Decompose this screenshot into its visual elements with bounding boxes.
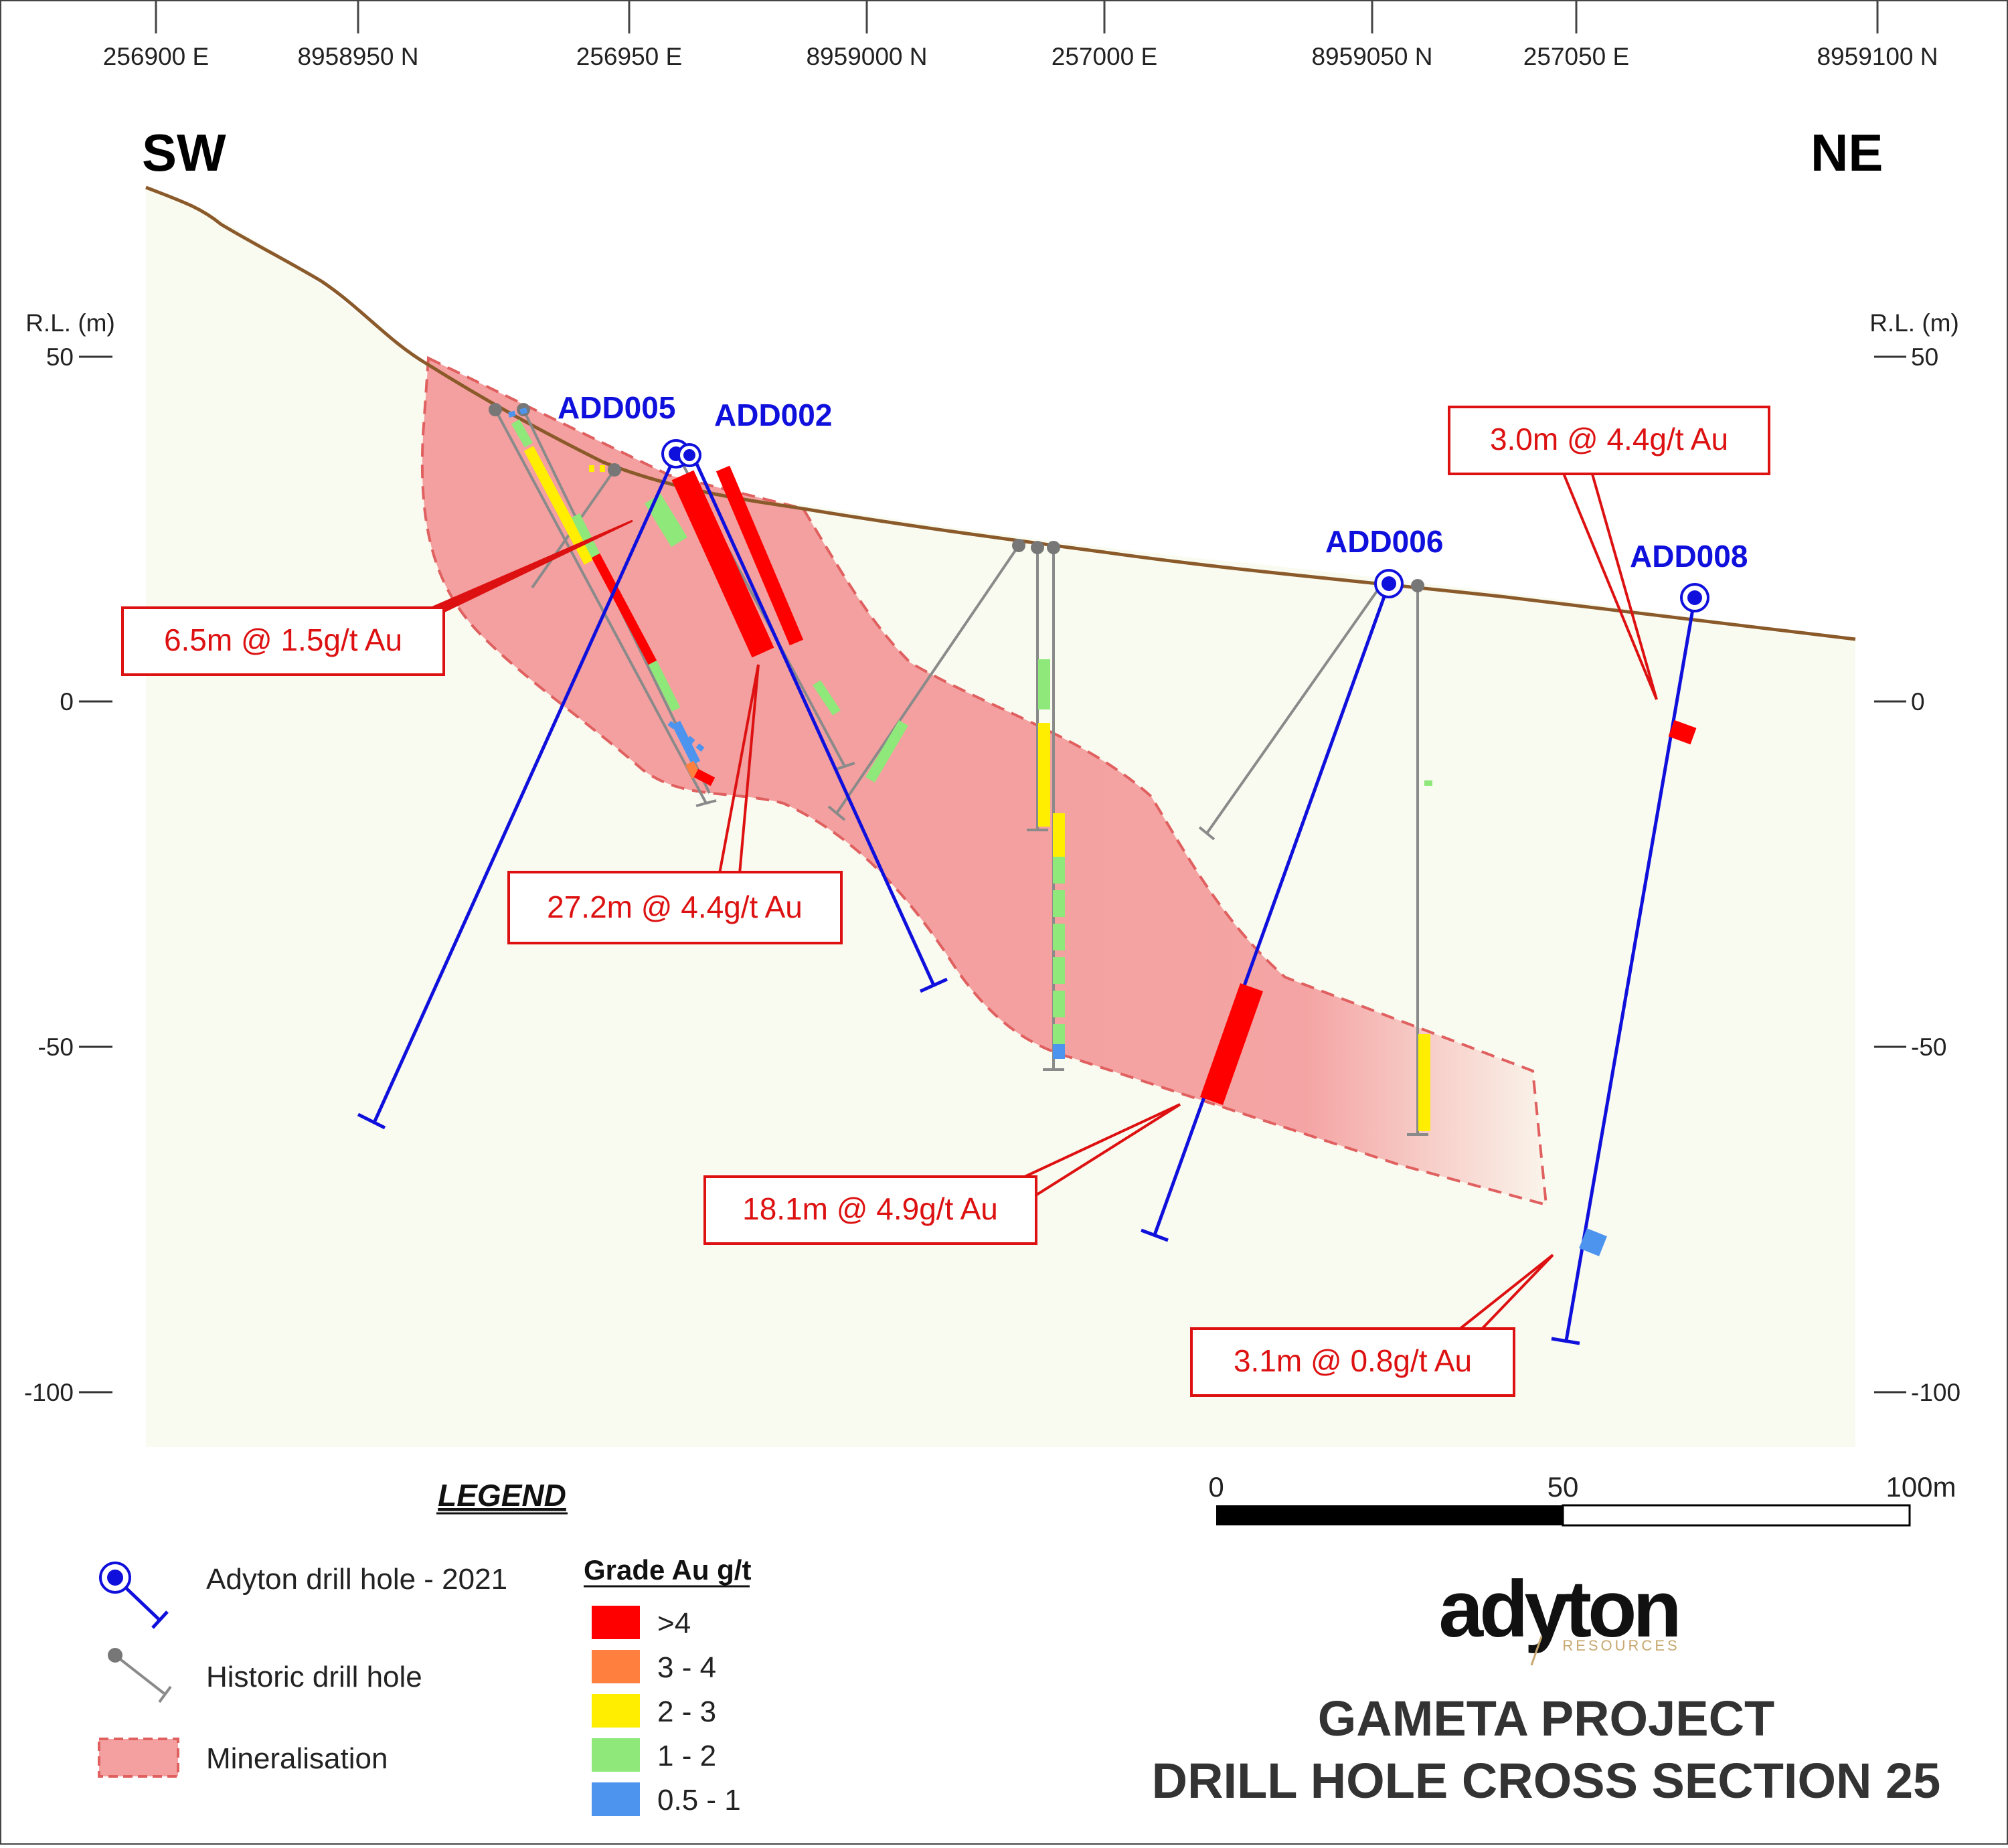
elevation-tick: -50	[1911, 1033, 1946, 1061]
legend-historic-hole: Historic drill hole	[108, 1648, 422, 1703]
grade-swatch	[592, 1738, 640, 1772]
elevation-tick: 0	[1911, 688, 1925, 716]
coord-label: 8959050 N	[1311, 43, 1432, 70]
historic-collar-icon	[489, 403, 502, 416]
grade-legend-title: Grade Au g/t	[584, 1554, 751, 1586]
legend: LEGEND Adyton drill hole - 2021 Historic…	[98, 1478, 751, 1817]
historic-grade-intervals	[507, 407, 1432, 1131]
callout-3-text: 18.1m @ 4.9g/t Au	[742, 1191, 998, 1226]
elevation-tick: 50	[1911, 343, 1938, 371]
grade-swatch	[592, 1782, 640, 1816]
logo-wordmark: adyton	[1438, 1564, 1677, 1654]
elevation-tick: 0	[60, 688, 74, 716]
grade-label: 1 - 2	[657, 1740, 716, 1772]
historic-collar-icon	[608, 463, 621, 477]
adyton-hole-ends	[357, 977, 1580, 1345]
elevation-axis-right: R.L. (m) 50 0 -50 -100	[1869, 309, 1960, 1406]
label-add002: ADD002	[714, 398, 832, 432]
historic-collars	[489, 403, 1424, 592]
mineralisation-zone	[420, 355, 1548, 1207]
elevation-tick: -100	[24, 1379, 74, 1406]
elevation-tick: 50	[46, 343, 74, 371]
callout-1-text: 6.5m @ 1.5g/t Au	[164, 622, 402, 657]
historic-collar-icon	[108, 1648, 122, 1663]
sky-mask	[146, 175, 1855, 637]
label-add006: ADD006	[1325, 524, 1443, 559]
coord-label: 8959100 N	[1817, 43, 1938, 70]
callout-5-text: 3.1m @ 0.8g/t Au	[1234, 1343, 1472, 1378]
grade-swatches: >4 3 - 4 2 - 3 1 - 2 0.5 - 1	[592, 1606, 741, 1817]
logo-subtitle: RESOURCES	[1562, 1637, 1679, 1654]
collar-add008-dot-icon	[1687, 590, 1702, 605]
label-add005: ADD005	[558, 390, 675, 425]
grade-label: >4	[657, 1607, 691, 1640]
callout-4: 3.0m @ 4.4g/t Au	[1448, 406, 1770, 700]
coord-label: 257050 E	[1523, 43, 1629, 70]
scale-label: 0	[1208, 1471, 1224, 1503]
callout-4-text: 3.0m @ 4.4g/t Au	[1490, 422, 1728, 456]
elevation-tick: -100	[1911, 1379, 1960, 1406]
grade-label: 2 - 3	[657, 1695, 716, 1728]
grade-swatch	[592, 1694, 640, 1728]
company-logo: adyton RESOURCES	[1438, 1564, 1682, 1666]
historic-collar-icon	[1012, 539, 1025, 552]
project-title: GAMETA PROJECT	[1318, 1691, 1774, 1746]
adyton-intercepts	[671, 465, 1697, 1256]
legend-adyton-label: Adyton drill hole - 2021	[206, 1563, 507, 1596]
historic-hole-ends	[695, 762, 1428, 1136]
coord-label: 257000 E	[1052, 43, 1157, 70]
topography-line	[145, 185, 1856, 641]
legend-historic-label: Historic drill hole	[206, 1661, 422, 1693]
callout-3: 18.1m @ 4.9g/t Au	[703, 1103, 1181, 1245]
grade-label: 0.5 - 1	[657, 1784, 741, 1817]
coord-label: 8958950 N	[297, 43, 418, 70]
section-title: DRILL HOLE CROSS SECTION 25	[1152, 1753, 1941, 1809]
mineralisation-swatch	[98, 1738, 179, 1778]
grade-label: 3 - 4	[657, 1651, 716, 1684]
scale-label: 50	[1547, 1471, 1579, 1503]
scale-label: 100m	[1886, 1471, 1956, 1503]
historic-collar-icon	[1047, 541, 1060, 554]
callout-1: 6.5m @ 1.5g/t Au	[121, 519, 633, 676]
legend-mineralisation: Mineralisation	[98, 1738, 388, 1778]
label-add008: ADD008	[1630, 539, 1748, 574]
grade-swatch	[592, 1650, 640, 1683]
scale-bar: 0 50 100m	[1208, 1471, 1956, 1527]
callout-2-text: 27.2m @ 4.4g/t Au	[547, 890, 803, 924]
collar-add002-dot-icon	[683, 449, 695, 461]
direction-ne: NE	[1811, 123, 1883, 182]
elevation-tick: -50	[38, 1033, 74, 1061]
drill-hole-labels: ADD005 ADD002 ADD006 ADD008	[558, 390, 1748, 574]
coord-label: 256950 E	[576, 43, 682, 70]
coordinate-labels: 256900 E 8958950 N 256950 E 8959000 N 25…	[103, 43, 1938, 70]
historic-collar-icon	[1031, 541, 1044, 554]
grade-swatch	[592, 1606, 640, 1639]
legend-title: LEGEND	[438, 1478, 566, 1513]
direction-sw: SW	[142, 123, 226, 182]
coord-label: 8959000 N	[806, 43, 927, 70]
elevation-axis-left: R.L. (m) 50 0 -50 -100	[24, 309, 115, 1406]
coord-label: 256900 E	[103, 43, 209, 70]
callout-2: 27.2m @ 4.4g/t Au	[507, 664, 843, 944]
intercept-callouts: 6.5m @ 1.5g/t Au 27.2m @ 4.4g/t Au 18.1m…	[121, 406, 1770, 1397]
legend-mineralisation-label: Mineralisation	[206, 1742, 388, 1775]
legend-adyton-hole: Adyton drill hole - 2021	[99, 1562, 507, 1629]
coordinate-ticks	[155, 1, 1879, 33]
elevation-axis-title: R.L. (m)	[25, 309, 115, 337]
historic-collar-icon	[1411, 579, 1424, 592]
adyton-drill-holes	[373, 452, 1697, 1341]
collar-add006-dot-icon	[1382, 576, 1396, 591]
adyton-collars	[661, 439, 1709, 612]
elevation-axis-title: R.L. (m)	[1869, 309, 1959, 337]
callout-5: 3.1m @ 0.8g/t Au	[1190, 1254, 1554, 1397]
